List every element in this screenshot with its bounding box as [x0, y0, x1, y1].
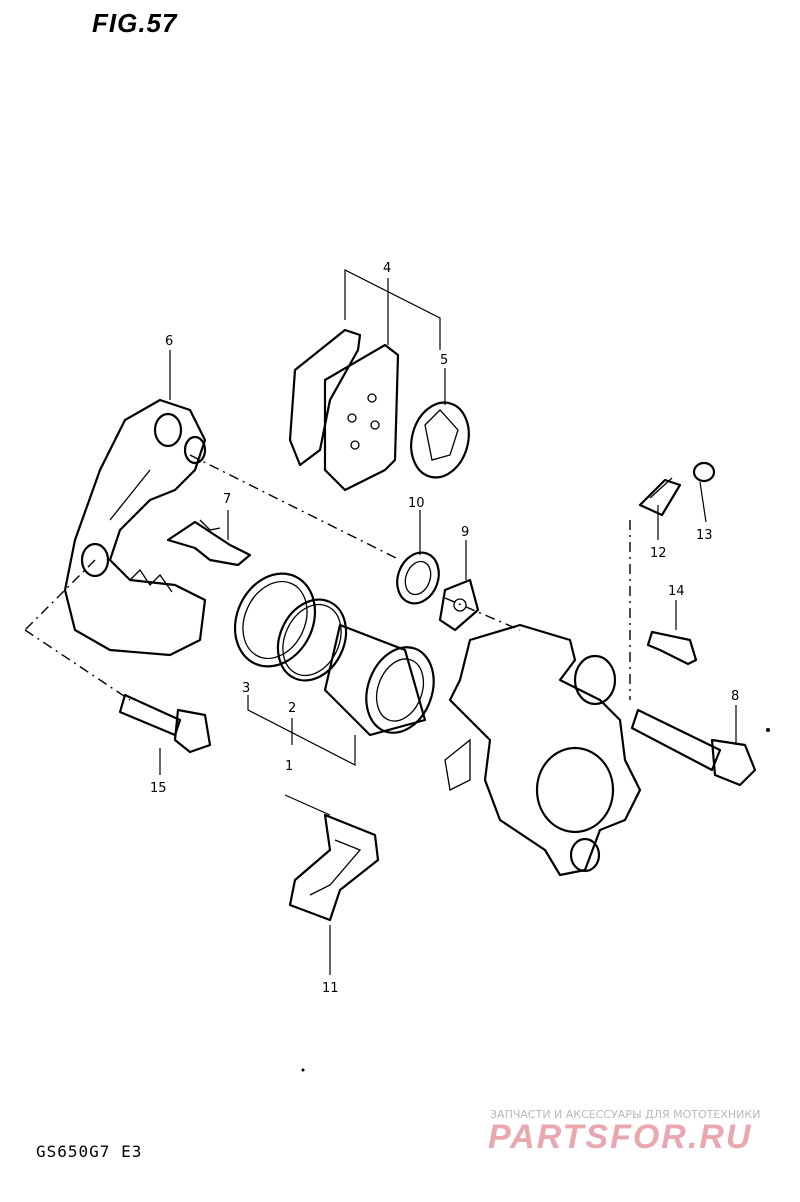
callout-10: 10 — [408, 496, 425, 511]
part-14-clip — [646, 630, 698, 666]
part-3-dust-seal — [233, 572, 317, 668]
part-13-bleeder-cap — [692, 461, 716, 483]
part-7-pad-spring — [166, 519, 252, 567]
model-code: GS650G7 E3 — [36, 1142, 143, 1161]
part-2-piston-seal — [276, 598, 348, 682]
dot-mark — [301, 1068, 305, 1072]
dot-mark — [766, 728, 770, 732]
assembly-axis-lines — [24, 454, 631, 701]
leader-lines — [159, 269, 737, 975]
caliper-body — [444, 623, 642, 877]
callout-12: 12 — [650, 546, 667, 561]
callout-8: 8 — [731, 689, 739, 704]
part-6-bracket — [63, 398, 207, 657]
watermark-tagline: ЗАПЧАСТИ И АКСЕССУАРЫ ДЛЯ МОТОТЕХНИКИ — [490, 1108, 761, 1121]
callout-3: 3 — [242, 681, 250, 696]
callout-9: 9 — [461, 525, 469, 540]
callout-11: 11 — [322, 981, 339, 996]
callout-5: 5 — [440, 353, 448, 368]
part-10-boot — [396, 551, 440, 605]
callout-7: 7 — [223, 492, 231, 507]
callout-6: 6 — [165, 334, 173, 349]
callout-2: 2 — [288, 701, 296, 716]
part-11-support-plate — [288, 813, 380, 922]
callout-13: 13 — [696, 528, 713, 543]
part-15-mounting-bolt — [118, 693, 212, 754]
callout-15: 15 — [150, 781, 167, 796]
part-9-washer — [438, 578, 480, 632]
callout-1: 1 — [285, 759, 293, 774]
part-4-brake-pads — [288, 328, 400, 492]
part-8-pin-bolt — [630, 708, 757, 787]
part-5-pad-shim — [410, 401, 470, 479]
callout-4: 4 — [383, 261, 391, 276]
watermark-logo: PARTSFOR.RU — [488, 1118, 753, 1156]
callout-14: 14 — [668, 584, 685, 599]
part-1-piston — [323, 623, 435, 737]
figure-label: FIG.57 — [92, 8, 178, 38]
part-12-bleeder-valve — [638, 477, 682, 517]
